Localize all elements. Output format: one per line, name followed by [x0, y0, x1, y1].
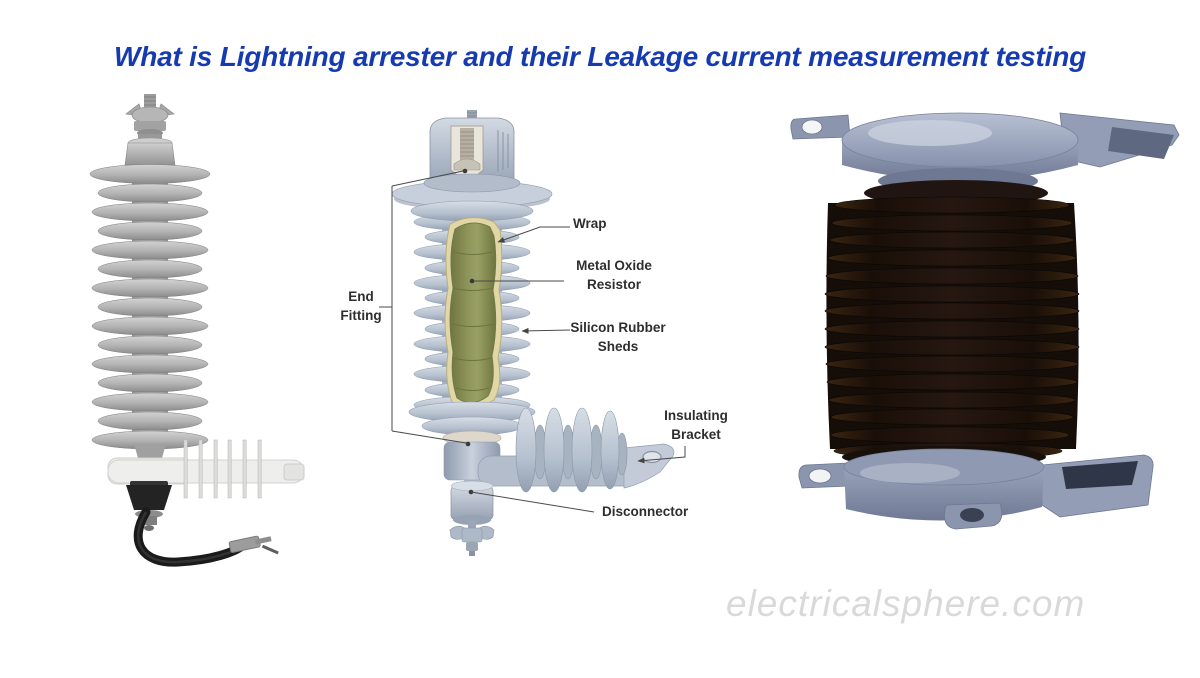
- insulating-bracket-arm: [477, 407, 675, 493]
- lightning-arrester-cutaway-diagram: Wrap Metal Oxide Resistor Silicon Rubber…: [330, 100, 730, 570]
- label-metal-oxide-resistor: Metal Oxide Resistor: [576, 258, 652, 292]
- disconnector-unit: [449, 480, 495, 556]
- porcelain-arrester-drawing: [790, 112, 1180, 530]
- porcelain-lightning-arrester-photo: [760, 85, 1180, 565]
- label-silicon-rubber-sheds: Silicon Rubber Sheds: [570, 320, 666, 354]
- metal-oxide-resistor-stack: [449, 222, 497, 403]
- mounting-bracket: [107, 457, 305, 485]
- porcelain-ribbed-body: [824, 196, 1080, 460]
- polymer-lightning-arrester-photo: [58, 88, 328, 573]
- top-end-cap: [124, 137, 176, 166]
- label-end-fitting: End Fitting: [340, 289, 382, 323]
- bottom-flange: [798, 448, 1154, 530]
- lower-taper: [134, 444, 166, 458]
- top-end-cap: [423, 110, 521, 193]
- leader-lines: [379, 168, 686, 513]
- ground-lead-cable: [133, 507, 279, 567]
- top-line-terminal: [125, 94, 175, 142]
- silicone-sheds: [89, 164, 211, 450]
- label-insulating-bracket: Insulating Bracket: [664, 408, 728, 442]
- label-disconnector: Disconnector: [602, 504, 689, 519]
- label-wrap: Wrap: [573, 216, 607, 231]
- bracket-fins: [183, 439, 262, 499]
- disconnector-unit: [126, 481, 172, 531]
- page-title: What is Lightning arrester and their Lea…: [113, 40, 1087, 72]
- cutaway-drawing: [379, 110, 686, 556]
- polymer-arrester-drawing: [89, 94, 305, 567]
- cutaway-core: [444, 217, 503, 408]
- watermark: electricalsphere.com: [726, 583, 1086, 624]
